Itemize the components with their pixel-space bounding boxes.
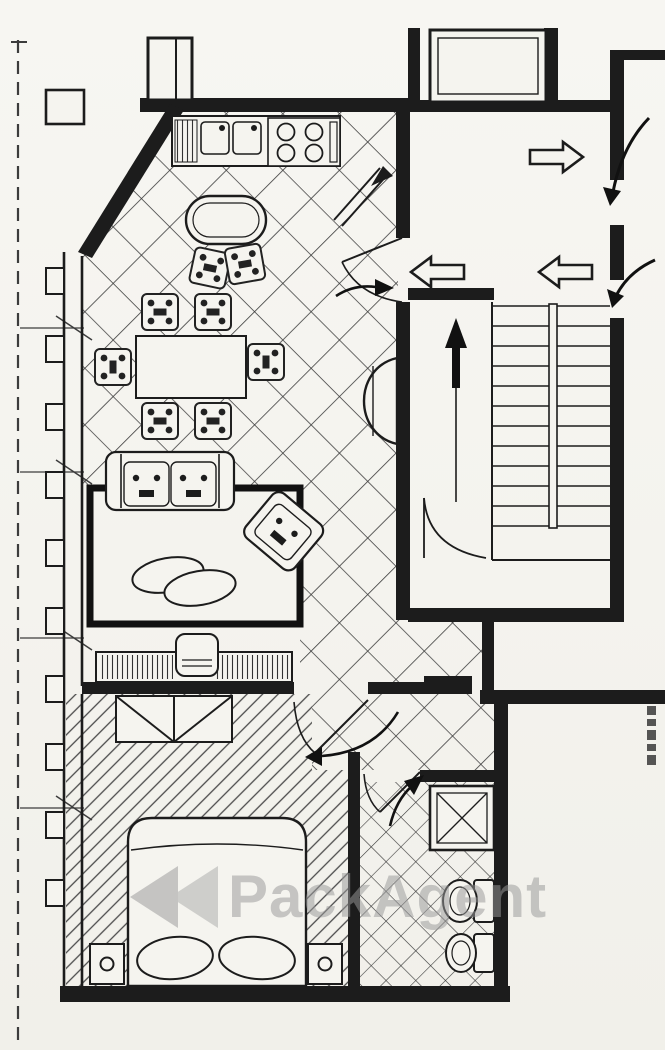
entry-arrows bbox=[305, 279, 424, 827]
kitchen-hall-tiles bbox=[82, 112, 398, 688]
arrow-left-icon bbox=[409, 255, 466, 289]
dining-chair bbox=[194, 293, 232, 331]
kitchen bbox=[171, 115, 393, 246]
wardrobe bbox=[115, 695, 233, 743]
vestibule-tiles bbox=[312, 688, 494, 770]
bedroom-door bbox=[293, 699, 369, 754]
bedroom bbox=[89, 695, 343, 988]
kitchen-sink bbox=[200, 121, 262, 155]
sofa bbox=[104, 450, 236, 512]
curved-arrow-icon bbox=[611, 116, 651, 193]
nightstand-left bbox=[89, 943, 125, 985]
dining-table bbox=[135, 335, 247, 399]
door-threshold bbox=[424, 676, 472, 694]
curved-arrow-icon bbox=[614, 258, 656, 297]
kitchen-door bbox=[333, 166, 393, 227]
doors bbox=[293, 237, 487, 813]
stair-divider bbox=[548, 303, 558, 529]
walls bbox=[60, 28, 665, 1002]
dining-chair bbox=[247, 343, 285, 381]
dining-chair bbox=[194, 402, 232, 440]
window-sill-tabs bbox=[45, 267, 65, 907]
staircase bbox=[455, 302, 610, 561]
circulation-arrows bbox=[409, 116, 656, 308]
dining-chair bbox=[141, 293, 179, 331]
left-exterior-wall bbox=[45, 252, 84, 988]
boundary-pillar bbox=[44, 88, 86, 126]
armchair bbox=[243, 491, 325, 572]
stove bbox=[267, 117, 341, 167]
illegible-margin-text bbox=[647, 706, 656, 765]
dining-chair bbox=[94, 348, 132, 386]
tv-unit bbox=[175, 633, 219, 677]
bathroom bbox=[428, 784, 496, 973]
nightstand-right bbox=[307, 943, 343, 985]
chimney-shaft bbox=[146, 36, 194, 102]
living-room bbox=[86, 450, 325, 683]
dining-area bbox=[94, 242, 285, 440]
island-stool bbox=[223, 242, 267, 286]
sideboard bbox=[95, 633, 293, 683]
entrance-arrow-icon bbox=[335, 285, 377, 298]
toilet bbox=[442, 879, 495, 923]
dining-chair bbox=[141, 402, 179, 440]
double-bed bbox=[126, 816, 308, 988]
bidet bbox=[445, 933, 495, 973]
top-structures bbox=[44, 28, 548, 126]
stair-bottom-door bbox=[423, 497, 487, 559]
bedroom-arrow-icon bbox=[321, 711, 400, 758]
entrance-door bbox=[341, 237, 403, 303]
arrow-left-icon bbox=[537, 255, 594, 289]
pillow bbox=[218, 935, 296, 981]
wall-niche bbox=[362, 356, 399, 446]
shower bbox=[428, 784, 496, 852]
kitchen-island bbox=[184, 194, 268, 246]
site-boundary bbox=[11, 40, 93, 1048]
diagonal-wall bbox=[78, 104, 184, 258]
pillow bbox=[136, 935, 214, 981]
rug bbox=[131, 556, 237, 607]
stair-up-arrow-icon bbox=[445, 318, 467, 388]
arrow-right-icon bbox=[528, 140, 585, 174]
